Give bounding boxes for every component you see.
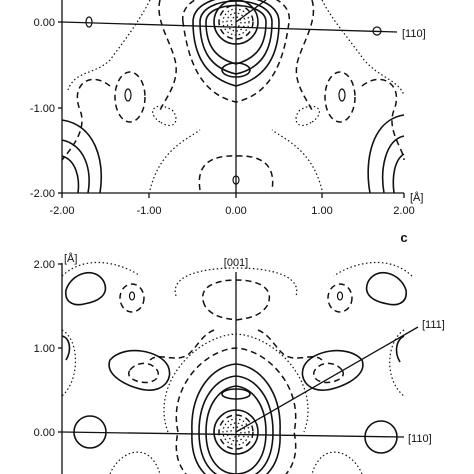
top-y-tick-label: -1.00: [30, 103, 55, 115]
bottom-central-contours: [163, 333, 309, 474]
bottom-mid-left-dashed-contour: [128, 362, 159, 384]
top-x-tick-label: -2.00: [49, 205, 74, 217]
top-outer-dotted-contour: [67, 0, 151, 91]
bottom-upper-lobe-left: [119, 283, 145, 313]
bottom-contour-panel: c [Å] 2.00 1.00 0.00 [001] [111] [110]: [34, 230, 445, 474]
top-horizontal-110-line: [61, 21, 398, 33]
bottom-panel-letter: c: [400, 230, 407, 245]
top-y-tick-label: -2.00: [30, 188, 55, 200]
top-x-tick-label: 2.00: [393, 205, 414, 217]
bottom-top-right-solid-loop: [365, 271, 407, 306]
top-y-tick-label: 0.00: [34, 17, 55, 29]
top-outer-dotted-contour: [321, 0, 405, 96]
bottom-y-tick-label: 2.00: [34, 259, 55, 271]
bottom-mid-left-solid-contour: [108, 349, 171, 391]
bottom-direction-111-label: [111]: [422, 319, 445, 331]
top-side-lobe-right-inner: [338, 88, 346, 102]
top-outer-dashed-contour: [295, 0, 315, 111]
top-lower-center-dotted: [149, 129, 323, 191]
bottom-horizontal-110-line: [61, 431, 405, 438]
top-corner-arcs-right: [381, 135, 405, 194]
top-central-contours: [182, 0, 290, 103]
bottom-axis-lobe-left: [73, 415, 107, 449]
top-corner-arcs-left: [61, 155, 80, 194]
top-lower-center-lobe: [232, 175, 240, 185]
bottom-y-unit-label: [Å]: [64, 252, 77, 265]
top-x-tick-label: -1.00: [136, 205, 161, 217]
top-axis-lobe-left: [85, 16, 93, 28]
bottom-upper-lobe-right: [327, 283, 353, 313]
bottom-mid-right-solid-contour: [301, 349, 364, 391]
bottom-upper-dotted-contour: [174, 267, 298, 297]
bottom-upper-lobe-right-inner: [336, 291, 344, 301]
bottom-left-edge-dotted: [61, 329, 77, 397]
bottom-top-right-dotted: [333, 261, 413, 277]
bottom-y-tick-label: 0.00: [34, 427, 55, 439]
top-direction-110-label: [110]: [402, 28, 426, 40]
top-side-lobe-left: [114, 71, 146, 123]
top-dotted-loop-left: [152, 105, 177, 127]
bottom-right-edge-contour: [395, 335, 405, 363]
bottom-mid-right-dashed-contour: [313, 362, 344, 384]
bottom-left-edge-contour: [61, 335, 71, 361]
top-side-lobe-right: [324, 71, 356, 123]
bottom-lower-left-dotted: [109, 451, 161, 474]
top-corner-arcs-right: [392, 153, 405, 194]
bottom-dashed-side-left: [149, 329, 215, 361]
bottom-axis-lobe-right: [364, 420, 398, 454]
top-lower-dashed-contour: [361, 78, 405, 161]
top-corner-arcs-right: [367, 114, 405, 194]
bottom-direction-001-label: [001]: [224, 257, 248, 269]
bottom-lower-right-dotted: [311, 451, 363, 474]
top-axis-lobe-right: [372, 26, 382, 36]
top-lower-center-dashed-contour: [198, 155, 274, 191]
bottom-diagonal-111-line: [235, 326, 419, 433]
bottom-direction-110-label: [110]: [408, 433, 432, 445]
top-x-tick-label: 1.00: [311, 205, 332, 217]
top-diagonal-line: [235, 0, 267, 23]
bottom-top-left-dotted: [61, 261, 141, 277]
top-dotted-loop-right: [295, 105, 320, 127]
top-lower-dashed-contour: [61, 78, 111, 161]
bottom-upper-dashed-contour: [202, 279, 270, 321]
bottom-top-left-solid-loop: [65, 271, 107, 306]
top-x-tick-label: 0.00: [225, 205, 246, 217]
top-contour-panel: 0.00 -1.00 -2.00 -2.00 -1.00 0.00 1.00 2…: [30, 0, 426, 217]
top-corner-arcs-left: [61, 139, 90, 194]
top-side-lobe-left-inner: [124, 88, 132, 102]
bottom-y-tick-label: 1.00: [34, 343, 55, 355]
top-x-unit-label: [Å]: [410, 191, 423, 204]
top-outer-dashed-contour: [158, 0, 177, 111]
top-corner-arcs-left: [61, 119, 102, 194]
bottom-upper-lobe-left-inner: [128, 291, 136, 301]
bottom-dashed-side-right: [257, 329, 323, 361]
